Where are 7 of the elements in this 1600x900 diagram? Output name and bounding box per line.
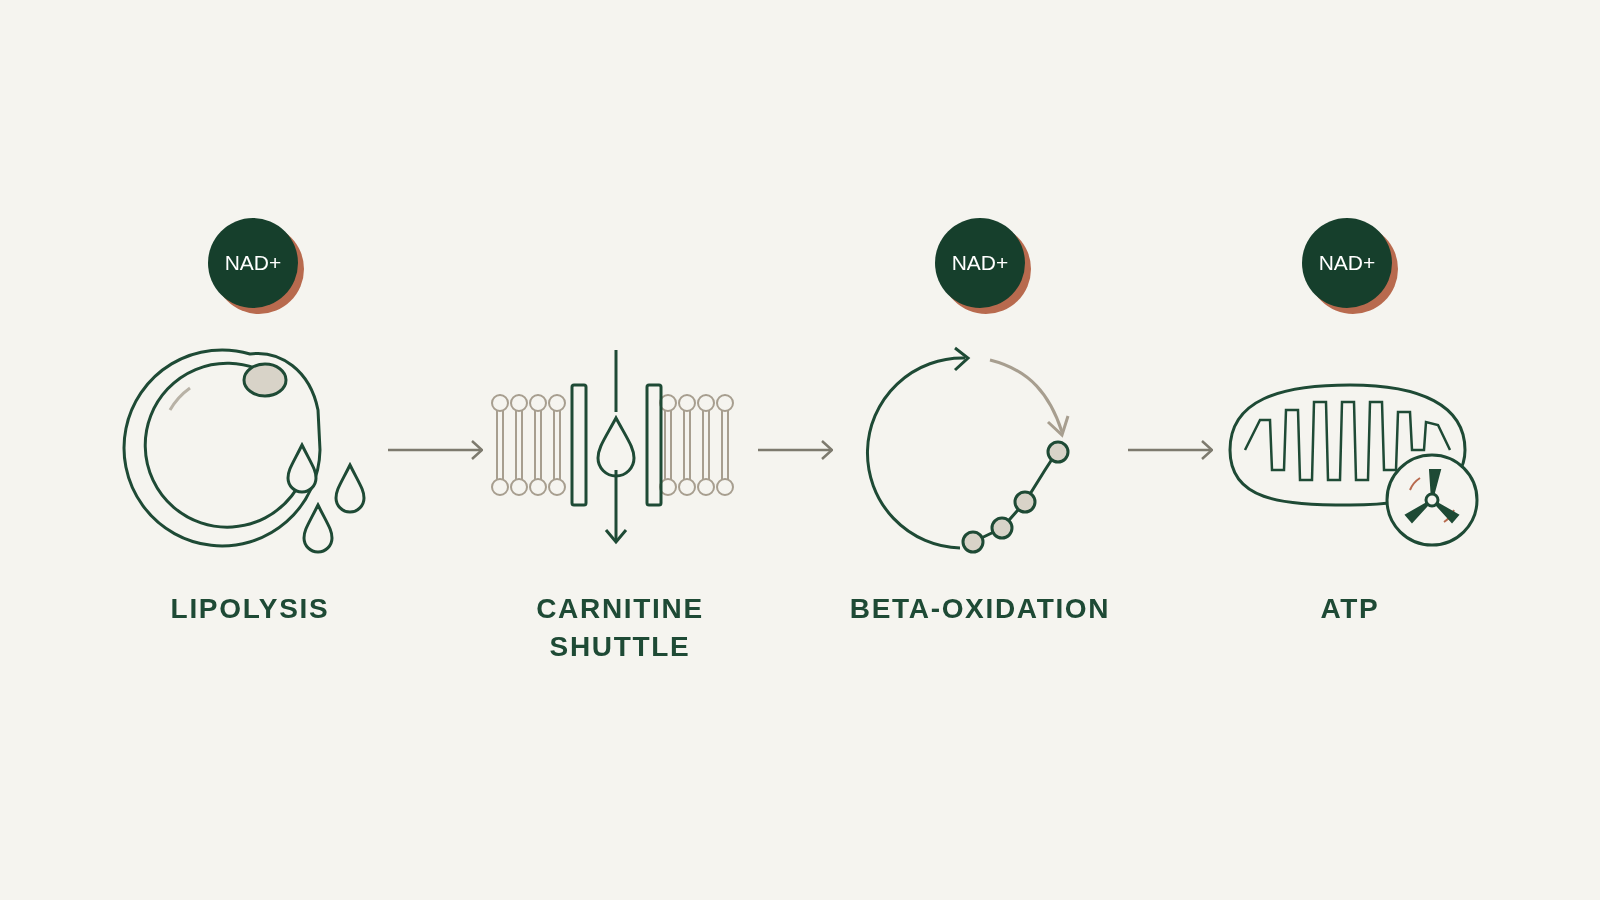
step-label: CARNITINE SHUTTLE xyxy=(535,592,705,664)
arrow xyxy=(1128,439,1214,461)
step-label: ATP xyxy=(1320,592,1380,626)
arrow xyxy=(388,439,484,461)
step-label: BETA-OXIDATION xyxy=(849,592,1111,626)
arrow xyxy=(758,439,834,461)
step-label: LIPOLYSIS xyxy=(170,592,330,626)
